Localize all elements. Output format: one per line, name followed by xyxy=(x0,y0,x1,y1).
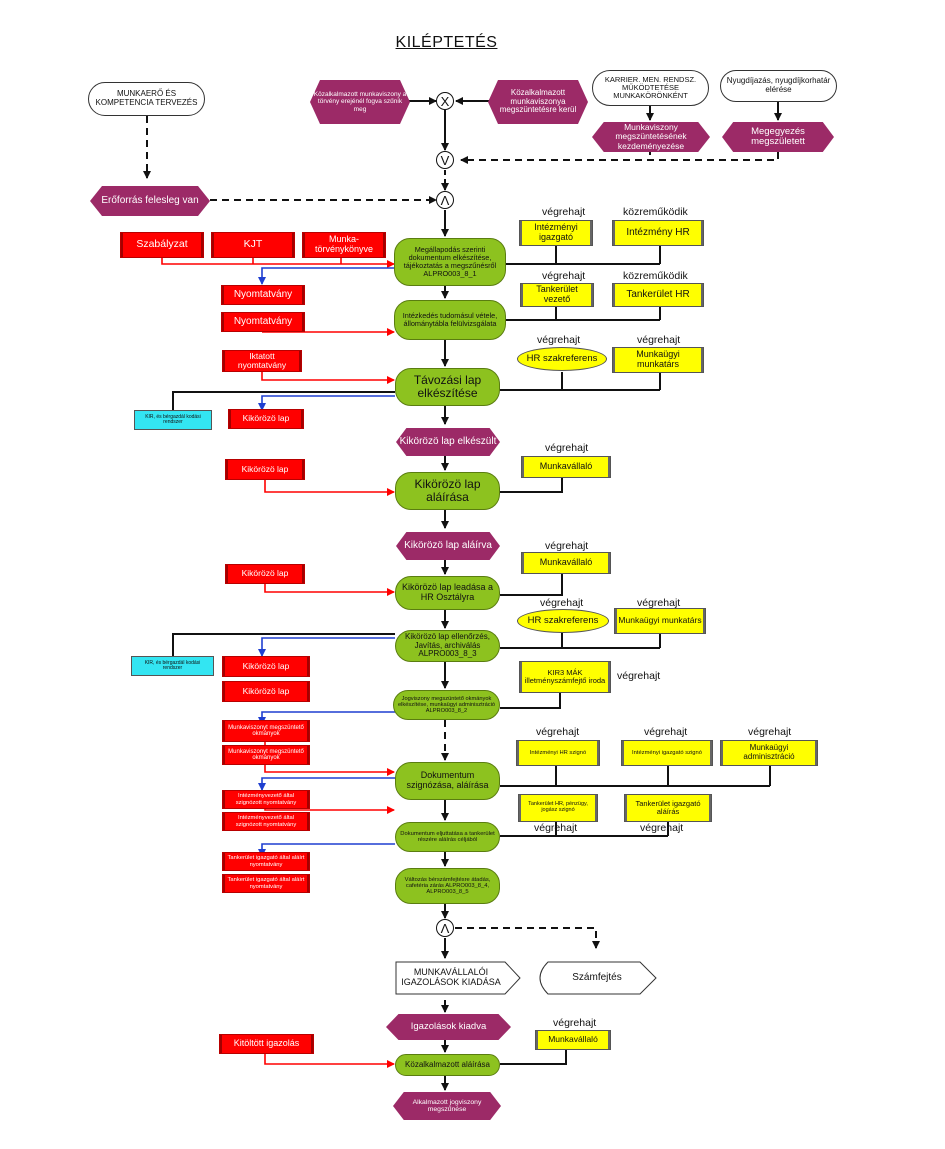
role-intezmenyi-hr-szigno: Intézményi HR szignó xyxy=(516,740,600,766)
role-kir3-mak: KIR3 MÁK illetményszámfejtő iroda xyxy=(519,661,611,693)
role-hr-szakreferens-2: HR szakreferens xyxy=(517,609,609,633)
process-kikorozo-alairas: Kikörözö lap aláírása xyxy=(395,472,500,510)
doc-munkaviszony-2: Munkaviszonyt megszüntető okmányok xyxy=(222,745,310,765)
and-gate-2: Λ xyxy=(436,919,454,937)
xor-gate: X xyxy=(436,92,454,110)
doc-iktatott: Iktatott nyomtatvány xyxy=(222,350,302,372)
role-intezmenyi-igazgato: Intézményi igazgató xyxy=(519,220,593,246)
role-tankerulet-igazgato-alairas: Tankerület igazgató aláírás xyxy=(624,794,712,822)
output-szamfejtes: Számfejtés xyxy=(572,971,622,983)
event-termination: Közalkalmazott munkaviszonya megszünteté… xyxy=(488,80,588,124)
process-kikorozo-leadas: Kikörözö lap leadása a HR Osztályra xyxy=(395,576,500,610)
role-label: végrehajt xyxy=(542,270,586,282)
doc-intezmenyvezeto-2: Intézményvezető által szignózott nyomtat… xyxy=(222,812,310,831)
role-label: közreműködik xyxy=(623,270,688,282)
doc-szabalyzat: Szabályzat xyxy=(120,232,204,258)
role-label: végrehajt xyxy=(536,726,580,738)
process-kozalkalmazott-alairas: Közalkalmazott aláírása xyxy=(395,1054,500,1076)
output-igazolasok-kiadasa: MUNKAVÁLLALÓI IGAZOLÁSOK KIADÁSA xyxy=(401,967,501,987)
event-kikorozo-alairva: Kikörözö lap aláírva xyxy=(396,532,500,560)
role-label: végrehajt xyxy=(640,822,684,834)
event-kikorozo-elkeszult: Kikörözö lap elkészült xyxy=(396,428,500,456)
process-dokumentum-eljuttatas: Dokumentum eljuttatása a tankerület rész… xyxy=(395,822,500,852)
doc-tankerulet-1: Tankerület igazgató által aláírt nyomtat… xyxy=(222,852,310,871)
role-label: végrehajt xyxy=(748,726,792,738)
doc-kikorozo-3: Kikörözö lap xyxy=(225,564,305,584)
event-surplus: Erőforrás felesleg van xyxy=(90,186,210,216)
doc-nyomtatvany-2: Nyomtatvány xyxy=(221,312,305,332)
role-munkavallalo-2: Munkavállaló xyxy=(521,552,611,574)
event-igazolasok-kiadva: Igazolások kiadva xyxy=(386,1014,511,1040)
page-title: KILÉPTETÉS xyxy=(395,34,498,51)
role-munkaugyi-adminisztracio: Munkaügyi adminisztráció xyxy=(720,740,818,766)
doc-kikorozo-1: Kikörözö lap xyxy=(228,409,304,429)
role-tankerulet-hr: Tankerület HR xyxy=(612,283,704,307)
process-tavozasi-lap: Távozási lap elkészítése xyxy=(395,368,500,406)
role-label: végrehajt xyxy=(637,334,681,346)
role-label: végrehajt xyxy=(553,1017,597,1029)
role-munkaugyi-munkatars-1: Munkaügyi munkatárs xyxy=(612,347,704,373)
process-jogviszony-okmanyok: Jogviszony megszüntető okmányok elkészít… xyxy=(393,690,500,720)
doc-kikorozo-2: Kikörözö lap xyxy=(225,459,305,480)
process-kikorozo-ellenorzes: Kikörözö lap ellenőrzés, Javítás, archiv… xyxy=(395,630,500,662)
process-intezkedes: Intézkedés tudomásul vétele, állománytáb… xyxy=(394,300,506,340)
process-megallapodas: Megállapodás szerinti dokumentum elkészí… xyxy=(394,238,506,286)
career-interface: KARRIER. MEN. RENDSZ. MŰKÖDTETÉSE MUNKAK… xyxy=(592,70,709,106)
role-label: végrehajt xyxy=(545,442,589,454)
role-intezmenyi-igazgato-szigno: Intézményi igazgató szignó xyxy=(621,740,713,766)
role-munkavallalo-3: Munkavállaló xyxy=(535,1030,611,1050)
pension-interface: Nyugdíjazás, nyugdíjkorhatár elérése xyxy=(720,70,837,102)
event-init: Munkaviszony megszüntetésének kezdeménye… xyxy=(592,122,710,152)
doc-tankerulet-2: Tankerület igazgató által aláírt nyomtat… xyxy=(222,874,310,893)
doc-intezmenyvezeto-1: Intézményvezető által szignózott nyomtat… xyxy=(222,790,310,809)
role-munkaugyi-munkatars-2: Munkaügyi munkatárs xyxy=(614,608,706,634)
doc-munka-tv: Munka-törvénykönyve xyxy=(302,232,386,258)
role-label: végrehajt xyxy=(617,670,661,682)
system-kir-1: KIR, és bérgazdál kodási rendszer xyxy=(134,410,212,430)
doc-kikorozo-5: Kikörözö lap xyxy=(222,681,310,702)
process-dokumentum-szignozas: Dokumentum szignózása, aláírása xyxy=(395,762,500,800)
role-hr-szakreferens-1: HR szakreferens xyxy=(517,347,607,371)
system-kir-2: KIR, és bérgazdál kodási rendszer xyxy=(131,656,214,676)
role-label: végrehajt xyxy=(637,597,681,609)
doc-kitoltott: Kitöltött igazolás xyxy=(219,1034,314,1054)
role-label: végrehajt xyxy=(537,334,581,346)
role-tankerulet-hr-szigno: Tankerület HR, pénzügy, jogász szignó xyxy=(518,794,598,822)
role-label: végrehajt xyxy=(534,822,578,834)
event-agreement: Megegyezés megszületett xyxy=(722,122,834,152)
role-label: végrehajt xyxy=(540,597,584,609)
doc-kjt: KJT xyxy=(211,232,295,258)
or-gate: V xyxy=(436,151,454,169)
event-law-termination: Közalkalmazott munkaviszony a törvény er… xyxy=(310,80,410,124)
process-berszamfejtes-atadas: Változás bérszámfejtésre átadás, cafetér… xyxy=(395,868,500,904)
doc-munkaviszony-1: Munkaviszonyt megszüntető okmányok xyxy=(222,720,310,742)
role-munkavallalo-1: Munkavállaló xyxy=(521,456,611,478)
role-intezmeny-hr: Intézmény HR xyxy=(612,220,704,246)
role-label: végrehajt xyxy=(542,206,586,218)
role-label: végrehajt xyxy=(644,726,688,738)
role-label: végrehajt xyxy=(545,540,589,552)
event-jogviszony-megszunese: Alkalmazott jogviszony megszűnése xyxy=(393,1092,501,1120)
doc-nyomtatvany-1: Nyomtatvány xyxy=(221,285,305,305)
doc-kikorozo-4: Kikörözö lap xyxy=(222,656,310,677)
role-label: közreműködik xyxy=(623,206,688,218)
planning-interface: MUNKAERŐ ÉS KOMPETENCIA TERVEZÉS xyxy=(88,82,205,116)
and-gate: Λ xyxy=(436,191,454,209)
role-tankerulet-vezeto: Tankerület vezető xyxy=(520,283,594,307)
